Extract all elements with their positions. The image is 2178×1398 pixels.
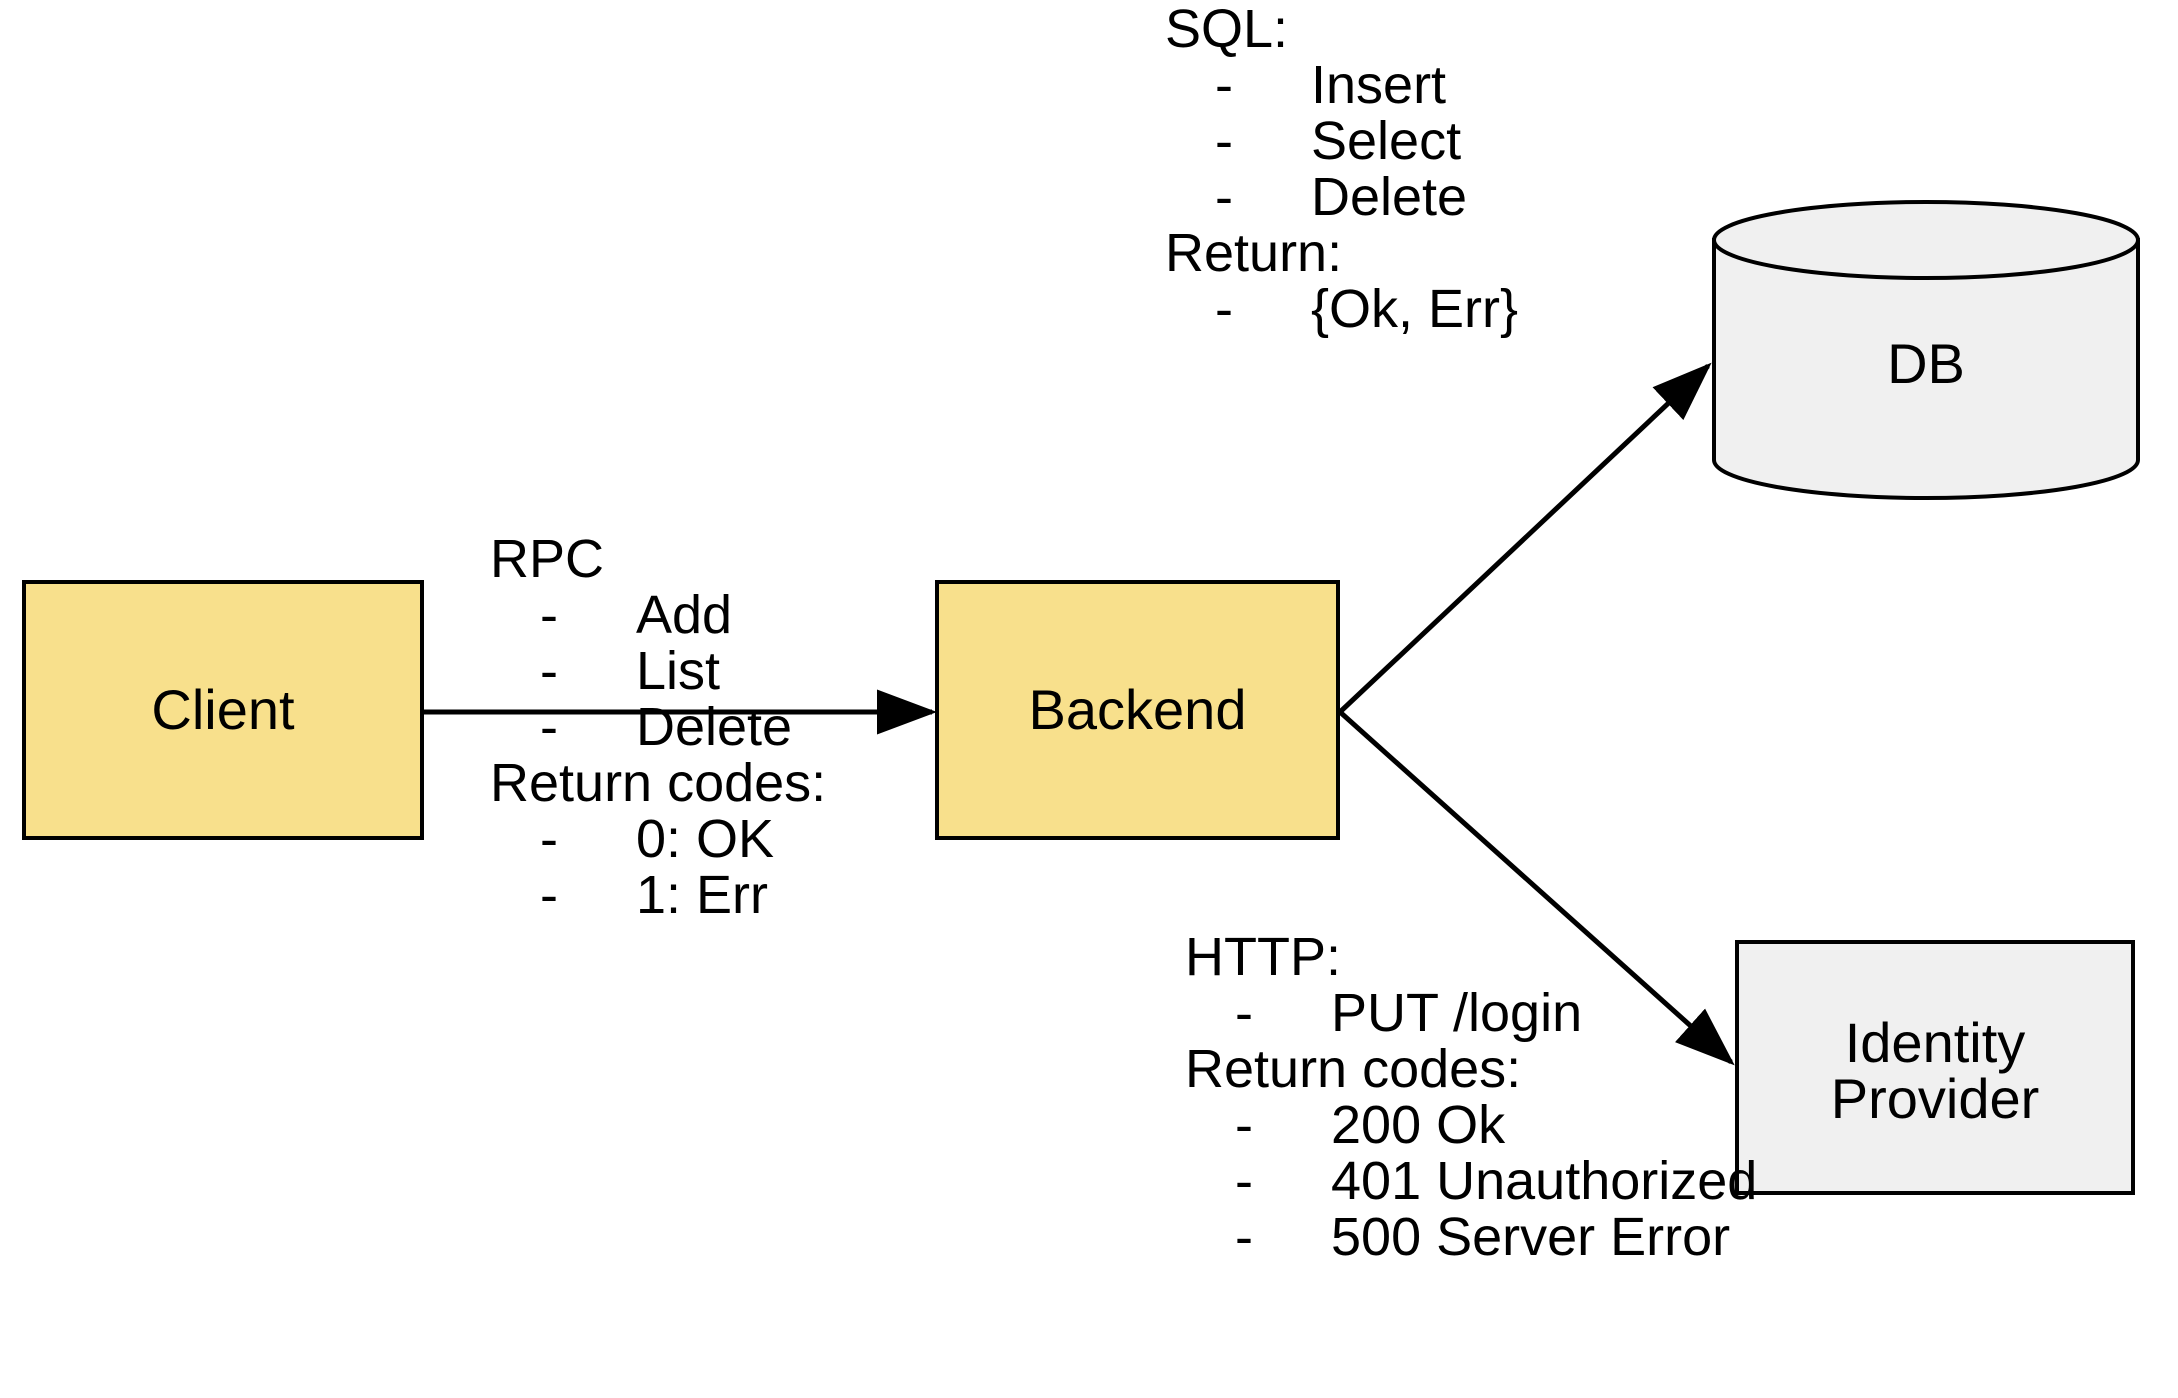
sql-heading: SQL: (1165, 0, 1289, 59)
sql-operation-item: - Insert (1165, 55, 1518, 115)
bullet-dash-icon: - (1215, 55, 1233, 115)
rpc-operation-item: - List (490, 641, 826, 701)
bullet-dash-icon: - (1235, 983, 1253, 1043)
http-return-label: 200 Ok (1331, 1095, 1506, 1155)
node-backend[interactable]: Backend (935, 580, 1340, 840)
bullet-dash-icon: - (1235, 1095, 1253, 1155)
rpc-operation-label: Add (636, 585, 733, 645)
http-return-item: - 401 Unauthorized (1185, 1151, 1758, 1211)
rpc-return-item: - 1: Err (490, 865, 826, 925)
http-operation-label: PUT /login (1331, 983, 1583, 1043)
http-return-heading: Return codes: (1185, 1039, 1522, 1099)
rpc-return-label: 1: Err (636, 865, 769, 925)
sql-operation-label: Select (1311, 111, 1462, 171)
edge-backend-to-db (1338, 362, 1712, 714)
bullet-dash-icon: - (540, 697, 558, 757)
annotation-http: HTTP: -PUT /login Return codes: -200 Ok … (1185, 927, 1758, 1267)
bullet-dash-icon: - (540, 865, 558, 925)
http-heading: HTTP: (1185, 927, 1341, 987)
edge-backend-to-identity-provider (1338, 710, 1735, 1066)
node-client[interactable]: Client (22, 580, 424, 840)
http-return-label: 500 Server Error (1331, 1207, 1731, 1267)
http-return-item: - 500 Server Error (1185, 1207, 1757, 1267)
annotation-sql: SQL: - Insert - Select - Delete Return: - {O… (1165, 0, 1519, 339)
annotation-rpc: RPC - Add - List - Delete Return codes: - 0:… (490, 529, 827, 925)
node-client-label: Client (151, 677, 295, 741)
rpc-return-item: - 0: OK (490, 809, 826, 869)
bullet-dash-icon: - (1235, 1151, 1253, 1211)
http-operation-item: - PUT /login (1185, 983, 1757, 1043)
http-return-label: 401 Unauthorized (1331, 1151, 1758, 1211)
node-backend-label: Backend (1028, 677, 1247, 741)
db-cylinder-shape (1712, 200, 2140, 500)
sql-return-item: - {Ok, Err} (1165, 279, 1519, 339)
rpc-operation-label: List (636, 641, 721, 701)
rpc-operation-item: - Add (490, 585, 826, 645)
bullet-dash-icon: - (540, 809, 558, 869)
sql-return-heading: Return: (1165, 223, 1343, 283)
bullet-dash-icon: - (540, 641, 558, 701)
rpc-heading: RPC (490, 529, 605, 589)
idp-label-line-2: Provider (1830, 1066, 2040, 1130)
rpc-operation-item: - Delete (490, 697, 826, 757)
node-identity-provider[interactable]: Identity Provider (1735, 940, 2135, 1195)
http-return-item: - 200 Ok (1185, 1095, 1757, 1155)
rpc-return-label: 0: OK (636, 809, 775, 869)
idp-label-line-1: Identity (1844, 1010, 2026, 1074)
rpc-return-heading: Return codes: (490, 753, 827, 813)
sql-operation-item: - Select (1165, 111, 1518, 171)
sql-operation-label: Delete (1311, 167, 1468, 227)
bullet-dash-icon: - (1215, 279, 1233, 339)
node-identity-provider-label: Identity Provider (1830, 1010, 2040, 1130)
rpc-operation-label: Delete (636, 697, 793, 757)
bullet-dash-icon: - (1215, 167, 1233, 227)
sql-operation-label: Insert (1311, 55, 1447, 115)
bullet-dash-icon: - (1215, 111, 1233, 171)
bullet-dash-icon: - (540, 585, 558, 645)
sql-operation-item: - Delete (1165, 167, 1518, 227)
bullet-dash-icon: - (1235, 1207, 1253, 1267)
sql-return-label: {Ok, Err} (1311, 279, 1519, 339)
